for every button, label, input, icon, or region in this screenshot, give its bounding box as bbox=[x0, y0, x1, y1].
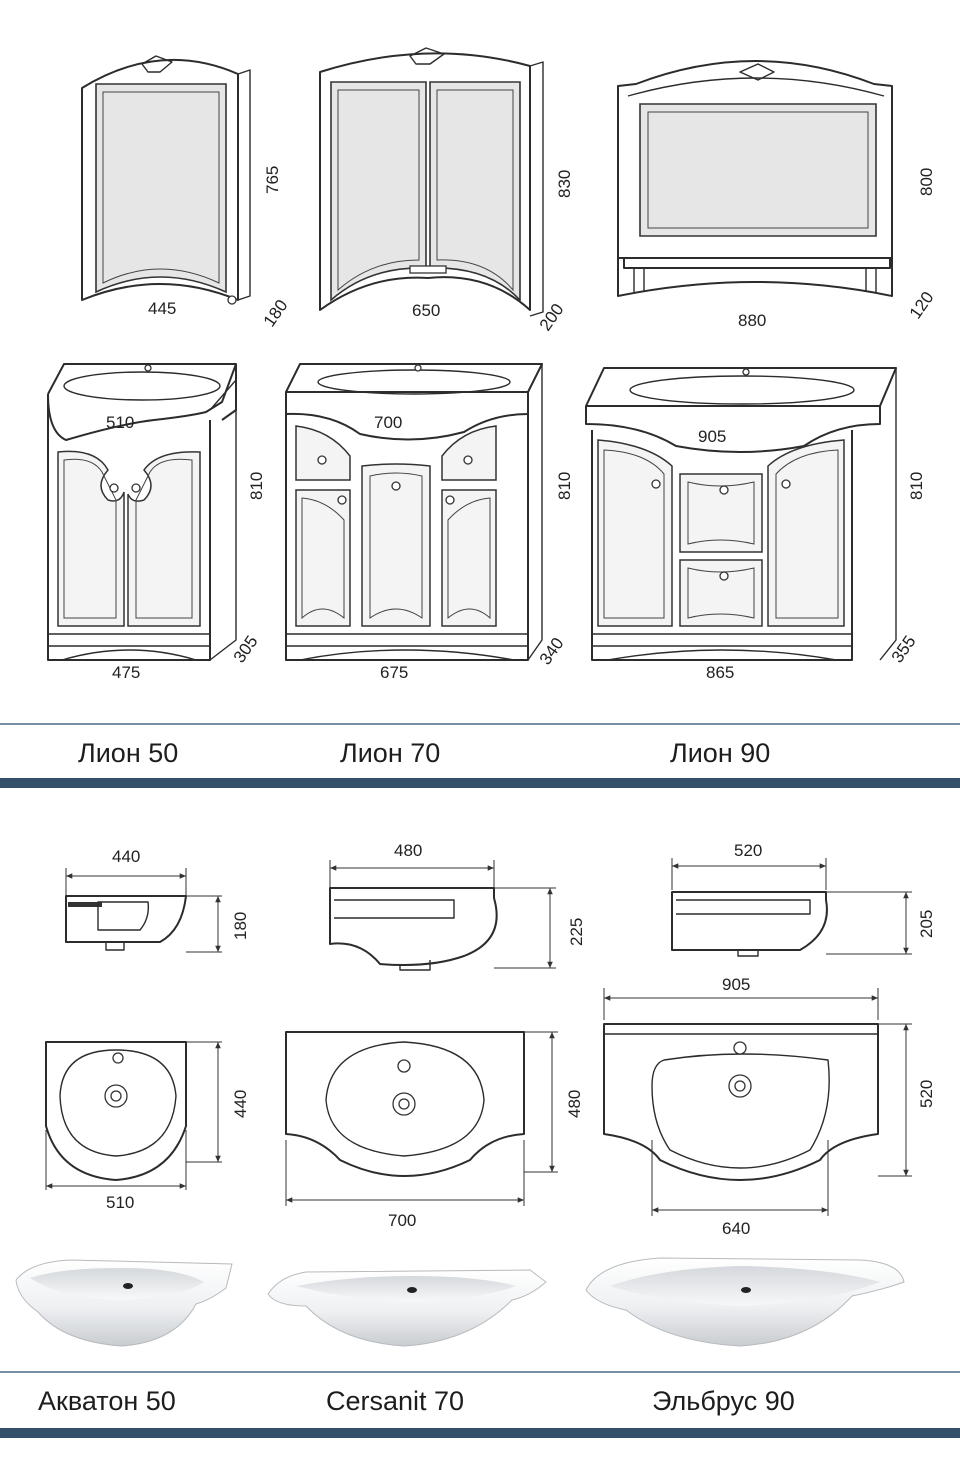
section-divider-bar bbox=[0, 778, 960, 788]
sink-akvaton-50-side-height: 180 bbox=[231, 912, 250, 940]
sink-photo-cersanit-70 bbox=[267, 1269, 547, 1347]
sink-elbrus-90-top-height: 520 bbox=[917, 1080, 936, 1108]
cabinet-lion-90: 905 810 865 355 bbox=[585, 367, 926, 682]
cabinet-lion-90-top-width: 905 bbox=[698, 427, 726, 446]
sink-name-cersanit-70: Cersanit 70 bbox=[326, 1386, 464, 1416]
mirror-lion-50-height: 765 bbox=[263, 166, 282, 194]
cabinet-lion-50-top-width: 510 bbox=[106, 413, 134, 432]
sink-elbrus-90-top: 905 520 640 bbox=[603, 975, 936, 1238]
sink-akvaton-50-top-width: 510 bbox=[106, 1193, 134, 1212]
sink-akvaton-50-side-width: 440 bbox=[112, 847, 140, 866]
mirror-lion-90: 880 800 120 bbox=[617, 60, 938, 330]
sink-elbrus-90-top-width: 905 bbox=[722, 975, 750, 994]
sink-name-akvaton-50: Акватон 50 bbox=[38, 1386, 176, 1416]
series-name-lion-90: Лион 90 bbox=[670, 738, 770, 768]
cabinet-lion-90-depth: 355 bbox=[888, 632, 920, 666]
cabinet-lion-70-top-width: 700 bbox=[374, 413, 402, 432]
cabinet-lion-70: 700 810 675 340 bbox=[285, 363, 574, 682]
mirror-lion-70-width: 650 bbox=[412, 301, 440, 320]
sink-elbrus-90-side: 520 205 bbox=[671, 841, 936, 957]
sink-cersanit-70-side-width: 480 bbox=[394, 841, 422, 860]
mirror-lion-70: 650 830 200 bbox=[319, 47, 574, 334]
cabinet-lion-50-height: 810 bbox=[247, 472, 266, 500]
cabinet-lion-50-bottom-width: 475 bbox=[112, 663, 140, 682]
sink-akvaton-50-top: 440 510 bbox=[45, 1041, 250, 1212]
series-name-lion-50: Лион 50 bbox=[78, 738, 178, 768]
mirror-lion-70-depth: 200 bbox=[536, 300, 568, 334]
sink-cersanit-70-top: 480 700 bbox=[285, 1031, 584, 1230]
sink-cersanit-70-top-height: 480 bbox=[565, 1090, 584, 1118]
cabinet-lion-90-bottom-width: 865 bbox=[706, 663, 734, 682]
cabinet-lion-90-height: 810 bbox=[907, 472, 926, 500]
cabinet-lion-50-depth: 305 bbox=[230, 632, 262, 666]
mirror-lion-90-width: 880 bbox=[738, 311, 766, 330]
sink-elbrus-90-bowl-width: 640 bbox=[722, 1219, 750, 1238]
sink-photo-elbrus-90 bbox=[585, 1257, 905, 1347]
sink-cersanit-70-side-height: 225 bbox=[567, 918, 586, 946]
sink-cersanit-70-top-width: 700 bbox=[388, 1211, 416, 1230]
bottom-divider-bar bbox=[0, 1428, 960, 1438]
series-name-lion-70: Лион 70 bbox=[340, 738, 440, 768]
cabinet-lion-70-height: 810 bbox=[555, 472, 574, 500]
cabinet-lion-70-bottom-width: 675 bbox=[380, 663, 408, 682]
mirror-lion-50: 445 765 180 bbox=[81, 55, 292, 330]
mirror-lion-50-width: 445 bbox=[148, 299, 176, 318]
mirror-lion-70-height: 830 bbox=[555, 170, 574, 198]
sink-cersanit-70-side: 480 225 bbox=[329, 841, 586, 971]
cabinet-lion-50: 510 810 475 305 bbox=[47, 363, 266, 682]
sink-name-elbrus-90: Эльбрус 90 bbox=[652, 1386, 795, 1416]
sink-elbrus-90-side-height: 205 bbox=[917, 910, 936, 938]
sink-elbrus-90-side-width: 520 bbox=[734, 841, 762, 860]
mirror-lion-90-height: 800 bbox=[917, 168, 936, 196]
sink-akvaton-50-top-height: 440 bbox=[231, 1090, 250, 1118]
cabinet-lion-70-depth: 340 bbox=[536, 634, 568, 668]
sink-akvaton-50-side: 440 180 bbox=[65, 847, 250, 953]
mirror-lion-50-depth: 180 bbox=[260, 296, 292, 330]
sink-photo-akvaton-50 bbox=[15, 1259, 233, 1347]
mirror-lion-90-depth: 120 bbox=[906, 288, 938, 322]
